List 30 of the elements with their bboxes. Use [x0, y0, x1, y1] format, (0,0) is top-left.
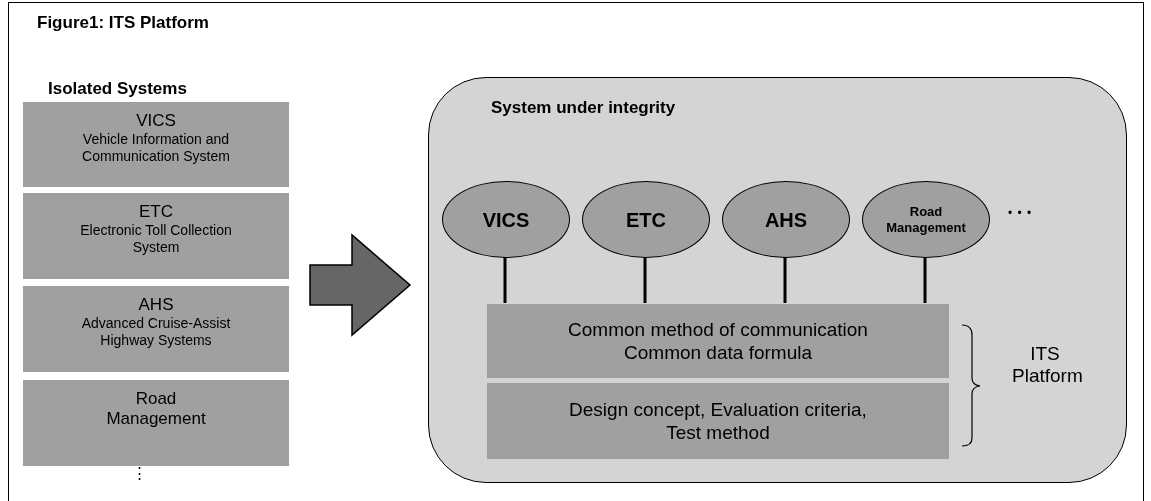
system-box: [23, 193, 289, 279]
system-name: Electronic Toll Collection System: [79, 222, 233, 256]
system-label: ETC: [625, 207, 667, 233]
system-abbreviation: AHS: [138, 295, 174, 315]
connector-line: [503, 257, 507, 303]
system-label: Road Management: [885, 203, 967, 236]
figure-title: Figure1: ITS Platform: [37, 12, 209, 34]
continuation-mark: ⋮: [132, 466, 147, 480]
system-abbreviation: ETC: [139, 202, 173, 222]
platform-layer: [487, 383, 949, 459]
block-arrow: [309, 233, 412, 337]
layer-text: Common method of communication Common data formula: [567, 318, 869, 364]
system-abbreviation: VICS: [136, 111, 176, 131]
column-heading: Isolated Systems: [48, 78, 187, 100]
layer-text: Design concept, Evaluation criteria, Test method: [568, 398, 868, 444]
system-abbreviation: Road Management: [105, 389, 207, 429]
system-label: VICS: [481, 207, 531, 233]
platform-layer: [487, 304, 949, 378]
system-label: AHS: [763, 207, 809, 233]
panel-title: System under integrity: [491, 97, 676, 119]
system-box: [23, 380, 289, 466]
system-box: [23, 286, 289, 372]
continuation-mark: • • •: [1008, 205, 1033, 222]
connector-line: [643, 257, 647, 303]
system-name: Vehicle Information and Communication System: [81, 131, 231, 165]
system-box: [23, 102, 289, 187]
connector-line: [783, 257, 787, 303]
integration-panel: [428, 77, 1127, 483]
connector-line: [923, 257, 927, 303]
system-name: Advanced Cruise-Assist Highway Systems: [80, 315, 232, 349]
